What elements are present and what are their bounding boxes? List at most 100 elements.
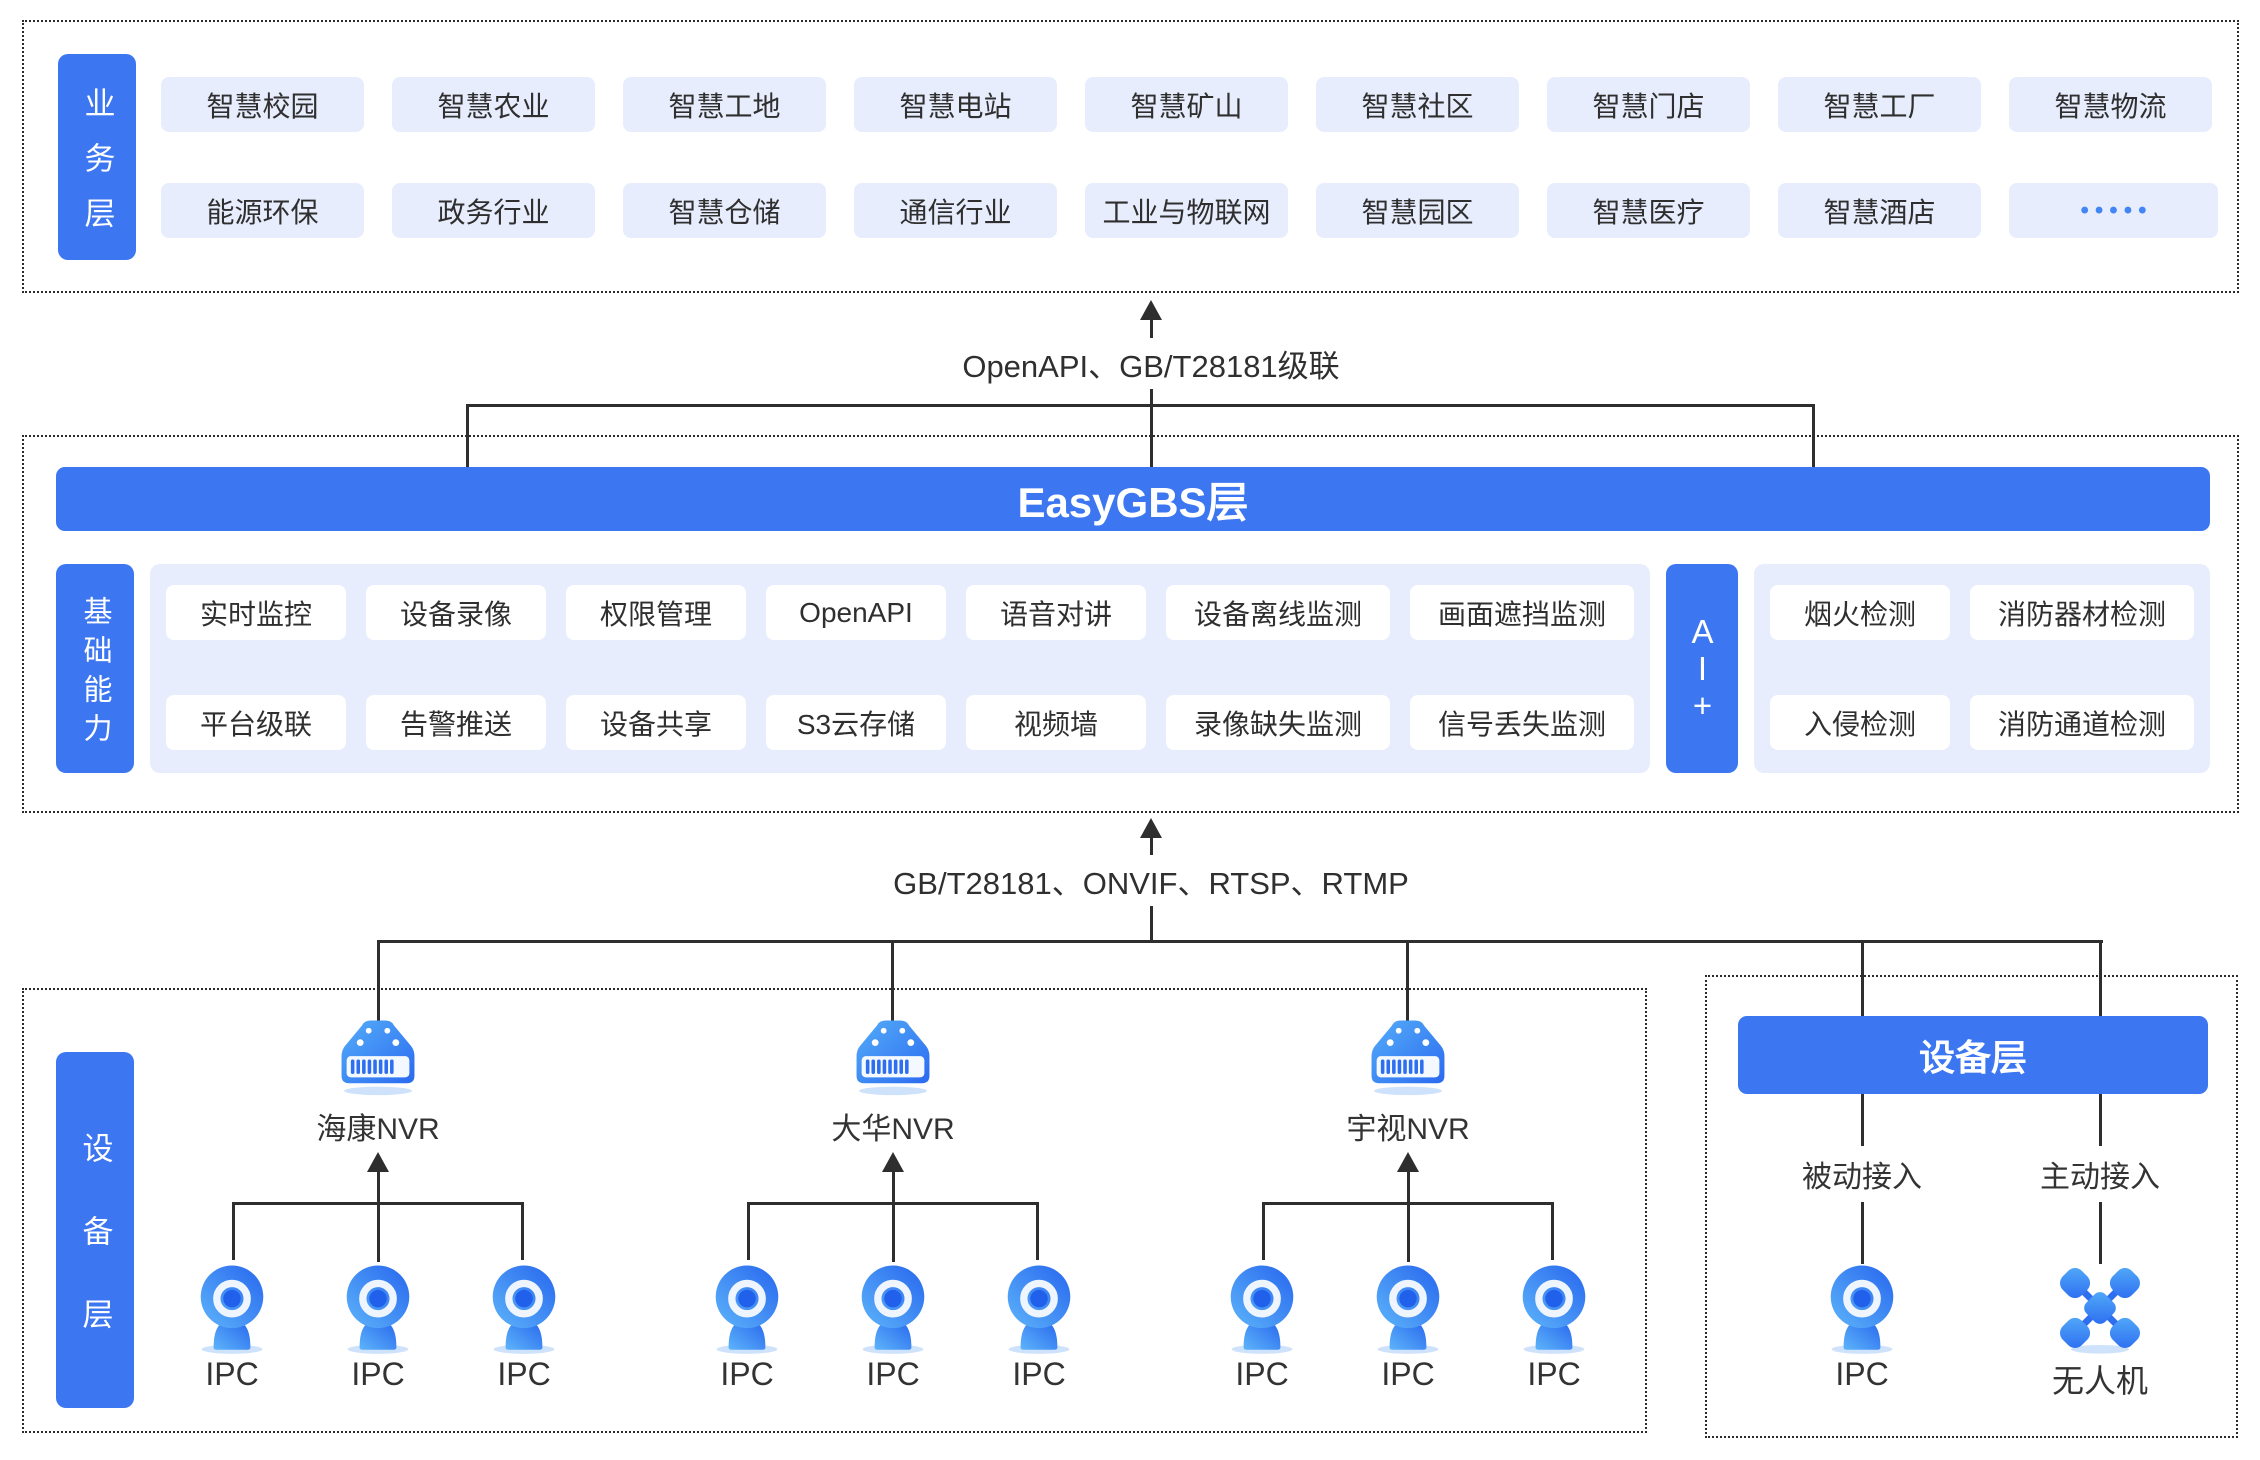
- passive-access-label: 被动接入: [1792, 1146, 1932, 1202]
- business-chip: 通信行业: [854, 183, 1057, 238]
- capability-label: 基础能力: [56, 564, 134, 773]
- ipc-label: IPC: [497, 1356, 551, 1392]
- ipc-label: IPC: [205, 1356, 259, 1392]
- business-chip-row-1: 智慧校园 智慧农业 智慧工地 智慧电站 智慧矿山 智慧社区 智慧门店 智慧工厂 …: [161, 77, 2212, 132]
- easygbs-layer-bar: EasyGBS层: [56, 467, 2210, 531]
- nvr-recorder-icon: [1360, 1018, 1456, 1096]
- ipc-camera-icon: [847, 1258, 939, 1354]
- business-chip: 智慧仓储: [623, 183, 826, 238]
- business-chip-row-2: 能源环保 政务行业 智慧仓储 通信行业 工业与物联网 智慧园区 智慧医疗 智慧酒…: [161, 183, 2218, 238]
- cascade-bracket-line: [1812, 404, 1815, 468]
- easygbs-layer-title: EasyGBS层: [1017, 478, 1249, 526]
- up-arrowhead-icon: [882, 1152, 904, 1172]
- nvr-name: 海康NVR: [316, 1113, 440, 1146]
- nvr-name: 大华NVR: [831, 1113, 955, 1146]
- connector-line: [2099, 1018, 2102, 1264]
- business-chip: 智慧工地: [623, 77, 826, 132]
- ipc-label: IPC: [351, 1356, 405, 1392]
- capability-chip: 画面遮挡监测: [1410, 585, 1634, 640]
- ai-chip-row-2: 入侵检测 消防通道检测: [1770, 695, 2194, 750]
- ipc-label: IPC: [1527, 1356, 1581, 1392]
- ipc-camera-icon: [1362, 1258, 1454, 1354]
- connector-line: [1407, 1204, 1410, 1262]
- connector-line: [892, 1170, 895, 1204]
- up-arrowhead-icon: [1140, 300, 1162, 320]
- connector-line: [1150, 318, 1153, 468]
- capability-chip: 录像缺失监测: [1166, 695, 1390, 750]
- capability-chip: 实时监控: [166, 585, 346, 640]
- capability-chip: 平台级联: [166, 695, 346, 750]
- business-chip: 工业与物联网: [1085, 183, 1288, 238]
- capability-chip: 设备离线监测: [1166, 585, 1390, 640]
- up-arrowhead-icon: [1140, 818, 1162, 838]
- capability-panel: 实时监控 设备录像 权限管理 OpenAPI 语音对讲 设备离线监测 画面遮挡监…: [150, 564, 1650, 773]
- connector-line: [377, 1204, 380, 1262]
- device-bus-line: [377, 940, 2103, 943]
- ipc-camera-icon: [186, 1258, 278, 1354]
- ai-chip: 消防通道检测: [1970, 695, 2194, 750]
- up-arrowhead-icon: [1397, 1152, 1419, 1172]
- business-chip: 智慧电站: [854, 77, 1057, 132]
- ipc-camera-icon: [1508, 1258, 1600, 1354]
- capability-chip: OpenAPI: [766, 585, 946, 640]
- ai-chip: 烟火检测: [1770, 585, 1950, 640]
- capability-chip: 告警推送: [366, 695, 546, 750]
- ipc-camera-icon: [478, 1258, 570, 1354]
- ipc-label: IPC: [1012, 1356, 1066, 1392]
- business-chip: 智慧社区: [1316, 77, 1519, 132]
- connector-line: [377, 940, 380, 1022]
- capability-chip-row-2: 平台级联 告警推送 设备共享 S3云存储 视频墙 录像缺失监测 信号丢失监测: [166, 695, 1634, 750]
- ipc-bracket: [232, 1202, 524, 1260]
- connector-line: [1407, 1170, 1410, 1204]
- capability-chip: 设备录像: [366, 585, 546, 640]
- nvr-recorder-icon: [330, 1018, 426, 1096]
- up-arrowhead-icon: [367, 1152, 389, 1172]
- ai-panel: 烟火检测 消防器材检测 入侵检测 消防通道检测: [1754, 564, 2210, 773]
- device-layer-bar: 设备层: [1738, 1016, 2208, 1094]
- capability-chip: 语音对讲: [966, 585, 1146, 640]
- ai-chip: 消防器材检测: [1970, 585, 2194, 640]
- capability-chip-row-1: 实时监控 设备录像 权限管理 OpenAPI 语音对讲 设备离线监测 画面遮挡监…: [166, 585, 1634, 640]
- ipc-bracket: [747, 1202, 1039, 1260]
- capability-chip: 权限管理: [566, 585, 746, 640]
- more-dots-icon: •••••: [2009, 183, 2218, 238]
- ipc-label: IPC: [866, 1356, 920, 1392]
- cascade-protocol-label: OpenAPI、GB/T28181级联: [946, 338, 1356, 389]
- ipc-label: IPC: [1235, 1356, 1289, 1392]
- ipc-camera-icon: [1816, 1258, 1908, 1354]
- capability-chip: S3云存储: [766, 695, 946, 750]
- ipc-label: IPC: [1381, 1356, 1435, 1392]
- ipc-camera-icon: [701, 1258, 793, 1354]
- drone-icon: [2052, 1260, 2148, 1356]
- connector-line: [892, 1204, 895, 1262]
- business-chip: 智慧农业: [392, 77, 595, 132]
- business-chip: 智慧酒店: [1778, 183, 1981, 238]
- ipc-camera-icon: [1216, 1258, 1308, 1354]
- ipc-label: IPC: [720, 1356, 774, 1392]
- cascade-bracket-line: [466, 404, 469, 468]
- nvr-recorder-icon: [845, 1018, 941, 1096]
- ai-chip-row-1: 烟火检测 消防器材检测: [1770, 585, 2194, 640]
- drone-label: 无人机: [2051, 1363, 2148, 1399]
- ai-plus-label: AI+: [1666, 564, 1738, 773]
- cascade-bracket-line: [466, 404, 1815, 407]
- business-layer-section: 业务层: [22, 20, 2239, 293]
- active-access-label: 主动接入: [2030, 1146, 2170, 1202]
- connector-line: [377, 1170, 380, 1204]
- capability-chip: 信号丢失监测: [1410, 695, 1634, 750]
- business-chip: 智慧工厂: [1778, 77, 1981, 132]
- connector-line: [891, 940, 894, 1022]
- device-layer-title: 设备层: [1918, 1037, 2027, 1078]
- device-layer-left-section: [22, 988, 1647, 1433]
- business-layer-label: 业务层: [58, 54, 136, 260]
- ipc-camera-icon: [993, 1258, 1085, 1354]
- ipc-camera-icon: [332, 1258, 424, 1354]
- business-chip: 智慧门店: [1547, 77, 1750, 132]
- business-chip: 政务行业: [392, 183, 595, 238]
- capability-chip: 设备共享: [566, 695, 746, 750]
- platform-layer-section: [22, 435, 2239, 813]
- capability-chip: 视频墙: [966, 695, 1146, 750]
- connector-line: [2099, 940, 2102, 1018]
- nvr-name: 宇视NVR: [1346, 1113, 1470, 1146]
